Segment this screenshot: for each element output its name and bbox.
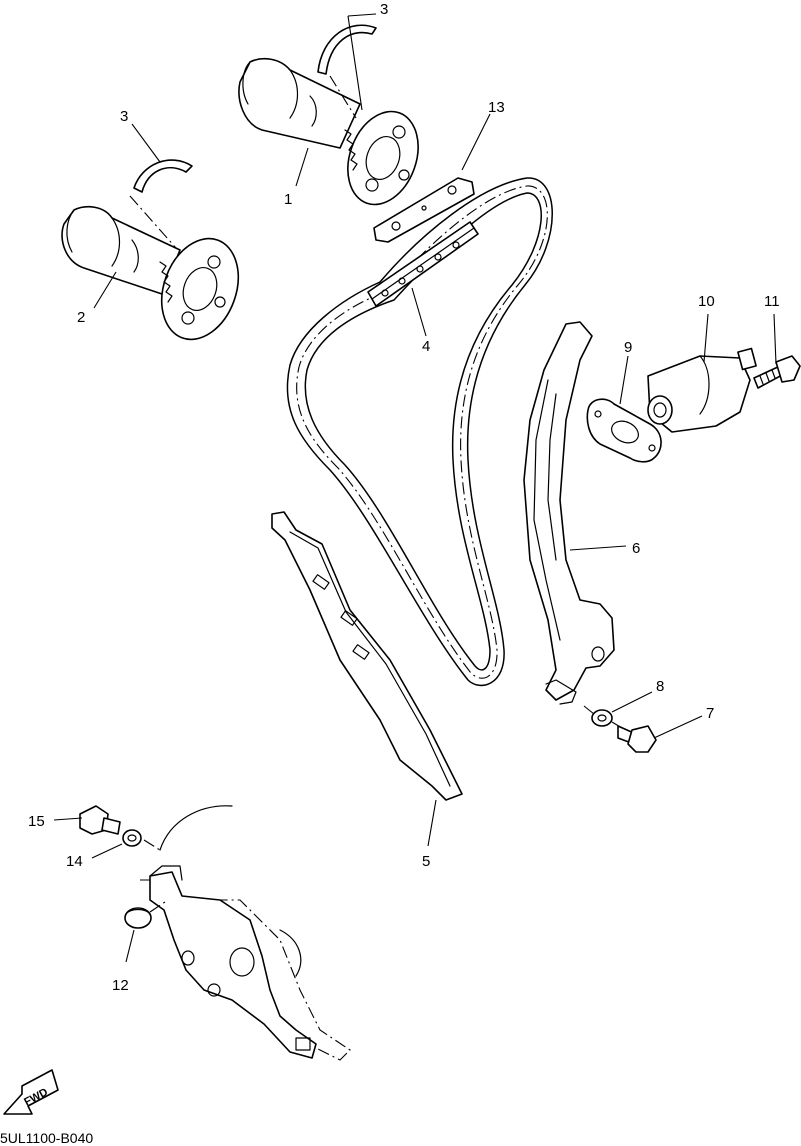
cam-chain (286, 177, 553, 687)
cam-chain-tensioner (647, 347, 757, 433)
washer-8 (591, 709, 613, 727)
callout-13: 12 (112, 977, 129, 994)
clip-lower (133, 159, 193, 193)
callout-9: 9 (624, 339, 632, 356)
callout-11: 11 (764, 293, 780, 310)
callout-7: 7 (706, 705, 714, 722)
fwd-arrow-icon (3, 1069, 59, 1115)
callout-8: 8 (656, 678, 664, 695)
camshaft-intake (61, 205, 240, 341)
callout-2: 2 (77, 309, 85, 326)
drawing-code: 5UL1100-B040 (0, 1130, 93, 1146)
callout-15: 15 (28, 813, 45, 830)
washer-14 (122, 829, 142, 847)
callout-10: 10 (698, 293, 715, 310)
callout-1: 1 (284, 191, 292, 208)
callout-4: 4 (422, 338, 430, 355)
chain-guide-upper (373, 177, 475, 243)
bolt-15 (79, 805, 121, 835)
callout-labels: 3 1 3 2 4 13 5 6 8 7 9 10 11 12 14 15 (28, 1, 780, 994)
cam-chain-segment (367, 221, 479, 307)
leader-lines (53, 13, 777, 963)
plug-13 (124, 907, 152, 929)
chain-guide-front (271, 511, 463, 801)
fwd-arrow: FWD (3, 1069, 59, 1115)
chain-tensioner-guide (523, 321, 615, 705)
callout-3-upper: 3 (380, 1, 388, 18)
bolt-7 (617, 725, 657, 753)
camshaft-exhaust (238, 57, 419, 206)
tensioner-gasket (586, 398, 662, 463)
callout-5: 5 (422, 853, 430, 870)
bolt-11 (753, 355, 801, 389)
callout-12: 13 (488, 99, 505, 116)
callout-14: 14 (66, 853, 83, 870)
callout-6: 6 (632, 540, 640, 557)
crankcase-outline (140, 805, 351, 1061)
clip-upper (317, 24, 377, 75)
callout-3-lower: 3 (120, 108, 128, 125)
